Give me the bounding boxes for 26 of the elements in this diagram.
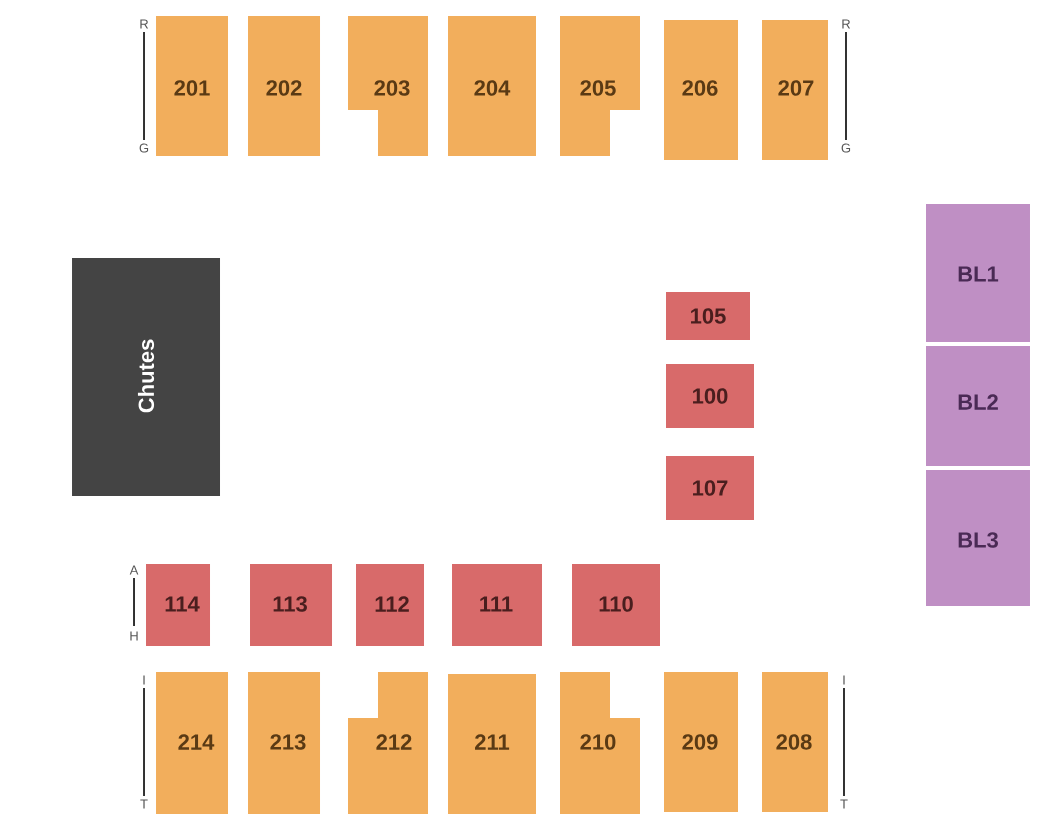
seating-section: 111 xyxy=(452,564,542,646)
seating-section: 112 xyxy=(356,564,424,646)
chutes-area: Chutes xyxy=(72,258,220,496)
seating-section: 105 xyxy=(666,292,750,340)
seating-section: 205 xyxy=(560,16,640,156)
seating-section: 114 xyxy=(146,564,210,646)
seating-section: 213 xyxy=(248,672,320,814)
seating-section: BL3 xyxy=(926,470,1030,606)
seating-section: 100 xyxy=(666,364,754,428)
seating-section: 110 xyxy=(572,564,660,646)
seating-section: 113 xyxy=(250,564,332,646)
seating-section: 207 xyxy=(762,20,828,160)
seating-section: 214 xyxy=(156,672,228,814)
seating-section: 201 xyxy=(156,16,228,156)
seating-section: 204 xyxy=(448,16,536,156)
seating-section: 206 xyxy=(664,20,738,160)
seating-section: BL1 xyxy=(926,204,1030,342)
seating-section: 107 xyxy=(666,456,754,520)
seating-section: 202 xyxy=(248,16,320,156)
seating-section: 208 xyxy=(762,672,828,812)
seating-section: 203 xyxy=(348,16,428,156)
seating-section: 210 xyxy=(560,672,640,814)
seating-section: BL2 xyxy=(926,346,1030,466)
seating-section: 212 xyxy=(348,672,428,814)
seating-section: 209 xyxy=(664,672,738,812)
seating-section: 211 xyxy=(448,674,536,814)
